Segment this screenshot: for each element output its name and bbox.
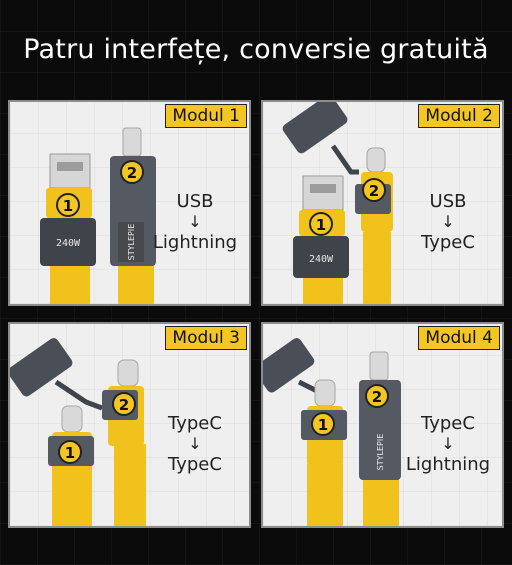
cable-illustration: STYLEPIE 1 2	[263, 338, 401, 526]
mode-panel-2: Modul 2 240W 1 2 USB ↓ TypeC	[261, 100, 504, 306]
conversion-to: Lightning	[405, 454, 491, 475]
conversion-from: USB	[176, 191, 214, 212]
conversion-text: USB ↓ Lightning	[149, 190, 241, 254]
mode-panel-4: Modul 4 STYLEPIE 1 2 TypeC ↓ Lightning	[261, 322, 504, 528]
headline: Patru interfețe, conversie gratuită	[23, 34, 489, 65]
mode-badge: Modul 2	[418, 104, 500, 128]
marker-1: 1	[65, 444, 75, 462]
power-label: 240W	[309, 254, 334, 265]
conversion-from: TypeC	[168, 413, 222, 434]
conversion-text: TypeC ↓ Lightning	[402, 412, 494, 476]
marker-2: 2	[372, 388, 382, 406]
arrow-down-icon: ↓	[441, 212, 455, 231]
mode-badge: Modul 3	[165, 326, 247, 350]
conversion-from: USB	[429, 191, 467, 212]
cable-illustration: 1 2	[10, 338, 146, 526]
mode-panel-3: Modul 3 1 2 TypeC ↓ TypeC	[8, 322, 251, 528]
arrow-down-icon: ↓	[441, 434, 455, 453]
conversion-text: TypeC ↓ TypeC	[149, 412, 241, 476]
marker-2: 2	[127, 164, 137, 182]
arrow-down-icon: ↓	[188, 212, 202, 231]
marker-1: 1	[318, 416, 328, 434]
brand-label: STYLEPIE	[127, 224, 136, 261]
mode-panel-1: Modul 1 240W STYLEPIE 1 2 USB ↓ Lightnin…	[8, 100, 251, 306]
mode-badge: Modul 1	[165, 104, 247, 128]
power-label: 240W	[56, 238, 81, 249]
conversion-to: TypeC	[168, 454, 222, 475]
brand-label: STYLEPIE	[376, 434, 385, 471]
cable-illustration: 240W STYLEPIE 1 2	[40, 127, 156, 304]
conversion-from: TypeC	[421, 413, 475, 434]
cable-illustration: 240W 1 2	[282, 102, 393, 304]
conversion-to: Lightning	[152, 232, 238, 253]
conversion-text: USB ↓ TypeC	[402, 190, 494, 254]
mode-badge: Modul 4	[418, 326, 500, 350]
arrow-down-icon: ↓	[188, 434, 202, 453]
marker-2: 2	[369, 182, 379, 200]
marker-1: 1	[63, 197, 73, 215]
marker-2: 2	[119, 396, 129, 414]
marker-1: 1	[316, 216, 326, 234]
conversion-to: TypeC	[421, 232, 475, 253]
